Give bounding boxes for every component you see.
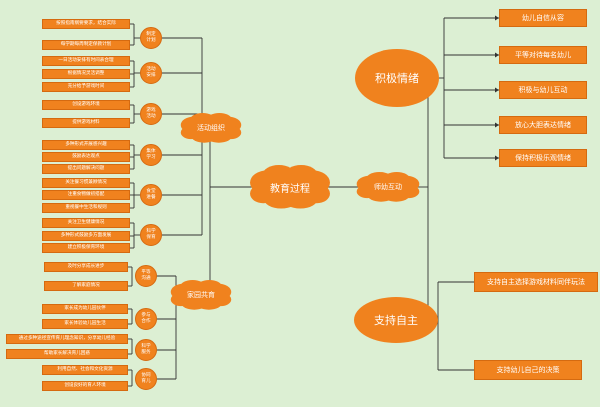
emotion-item: 保持积极乐观情绪 (499, 149, 587, 167)
arrowhead (495, 155, 499, 161)
activity-item: 提供游戏材料 (42, 118, 130, 128)
home-item: 家长成为幼儿园伙伴 (42, 304, 128, 314)
activity-group-circle: 活动安排 (140, 62, 162, 84)
home-item: 及时分享成长进步 (44, 262, 128, 272)
home-item: 帮助家长解决育儿困惑 (6, 349, 128, 359)
emotion-item: 积极与幼儿互动 (499, 81, 587, 99)
activity-item: 每学期每周制定保教计划 (42, 40, 130, 50)
activity-item: 建立积极保育环境 (42, 243, 130, 253)
home-group-circle: 参与合作 (135, 308, 157, 330)
emotion-item: 幼儿自信从容 (499, 9, 587, 27)
activity-group-circle: 制定计划 (140, 27, 162, 49)
activity-org-cloud: 活动组织 (197, 124, 225, 132)
activity-item: 重视餐中生活和规则 (42, 203, 130, 213)
autonomy-item: 支持幼儿自己的决策 (474, 360, 582, 380)
activity-item: 多种形式开展感兴趣 (42, 140, 130, 150)
activity-item: 创设游戏环境 (42, 100, 130, 110)
interaction-cloud-shape (356, 172, 420, 202)
home-item: 通过多种途径宣传育儿理念知识，分享幼儿经验 (6, 334, 128, 344)
home-group-circle: 科学服务 (135, 339, 157, 361)
support-autonomy-ellipse: 支持自主 (354, 297, 438, 343)
home-coop-cloud-shape (170, 280, 232, 310)
arrowhead (495, 15, 499, 21)
activity-item: 关注卫生健康情况 (42, 218, 130, 228)
activity-item: 根据情况灵活调整 (42, 69, 130, 79)
autonomy-item: 支持自主选择游戏材料同伴玩法 (474, 272, 598, 292)
activity-item: 鼓励表达观点 (42, 152, 130, 162)
emotion-item: 平等对待每名幼儿 (499, 46, 587, 64)
emotion-item: 放心大胆表达情绪 (499, 116, 587, 134)
home-coop-cloud: 家园共育 (187, 291, 215, 299)
home-group-circle: 协同育儿 (135, 368, 157, 390)
activity-group-circle: 科学保育 (140, 224, 162, 246)
positive-emotion-ellipse: 积极情绪 (355, 49, 439, 107)
activity-item: 一日活动安排有时间表合理 (42, 56, 130, 66)
activity-item: 提出问题解决问题 (42, 164, 130, 174)
activity-group-circle: 游戏活动 (140, 103, 162, 125)
interaction-cloud: 师幼互动 (374, 183, 402, 191)
activity-item: 充分给予游戏时间 (42, 82, 130, 92)
home-item: 了解家庭情况 (44, 281, 128, 291)
home-item: 家长体验幼儿园生活 (42, 319, 128, 329)
arrowhead (495, 52, 499, 58)
activity-item: 注重食物做初搭配 (42, 190, 130, 200)
home-item: 利用自然、社会和文化资源 (42, 365, 128, 375)
activity-org-cloud-shape (180, 113, 242, 143)
arrowhead (495, 122, 499, 128)
center-cloud-shape (250, 165, 330, 209)
activity-group-circle: 集体学习 (140, 144, 162, 166)
activity-item: 多种形式鼓励多方面发展 (42, 231, 130, 241)
activity-item: 按照指南纲要要求，结合实际 (42, 19, 130, 29)
activity-item: 关注餐习惯兼顾情况 (42, 178, 130, 188)
center-cloud: 教育过程 (270, 183, 310, 195)
home-item: 创设良好的育人环境 (42, 381, 128, 391)
arrowhead (495, 87, 499, 93)
activity-group-circle: 食堂进餐 (140, 184, 162, 206)
home-group-circle: 平等沟通 (135, 265, 157, 287)
